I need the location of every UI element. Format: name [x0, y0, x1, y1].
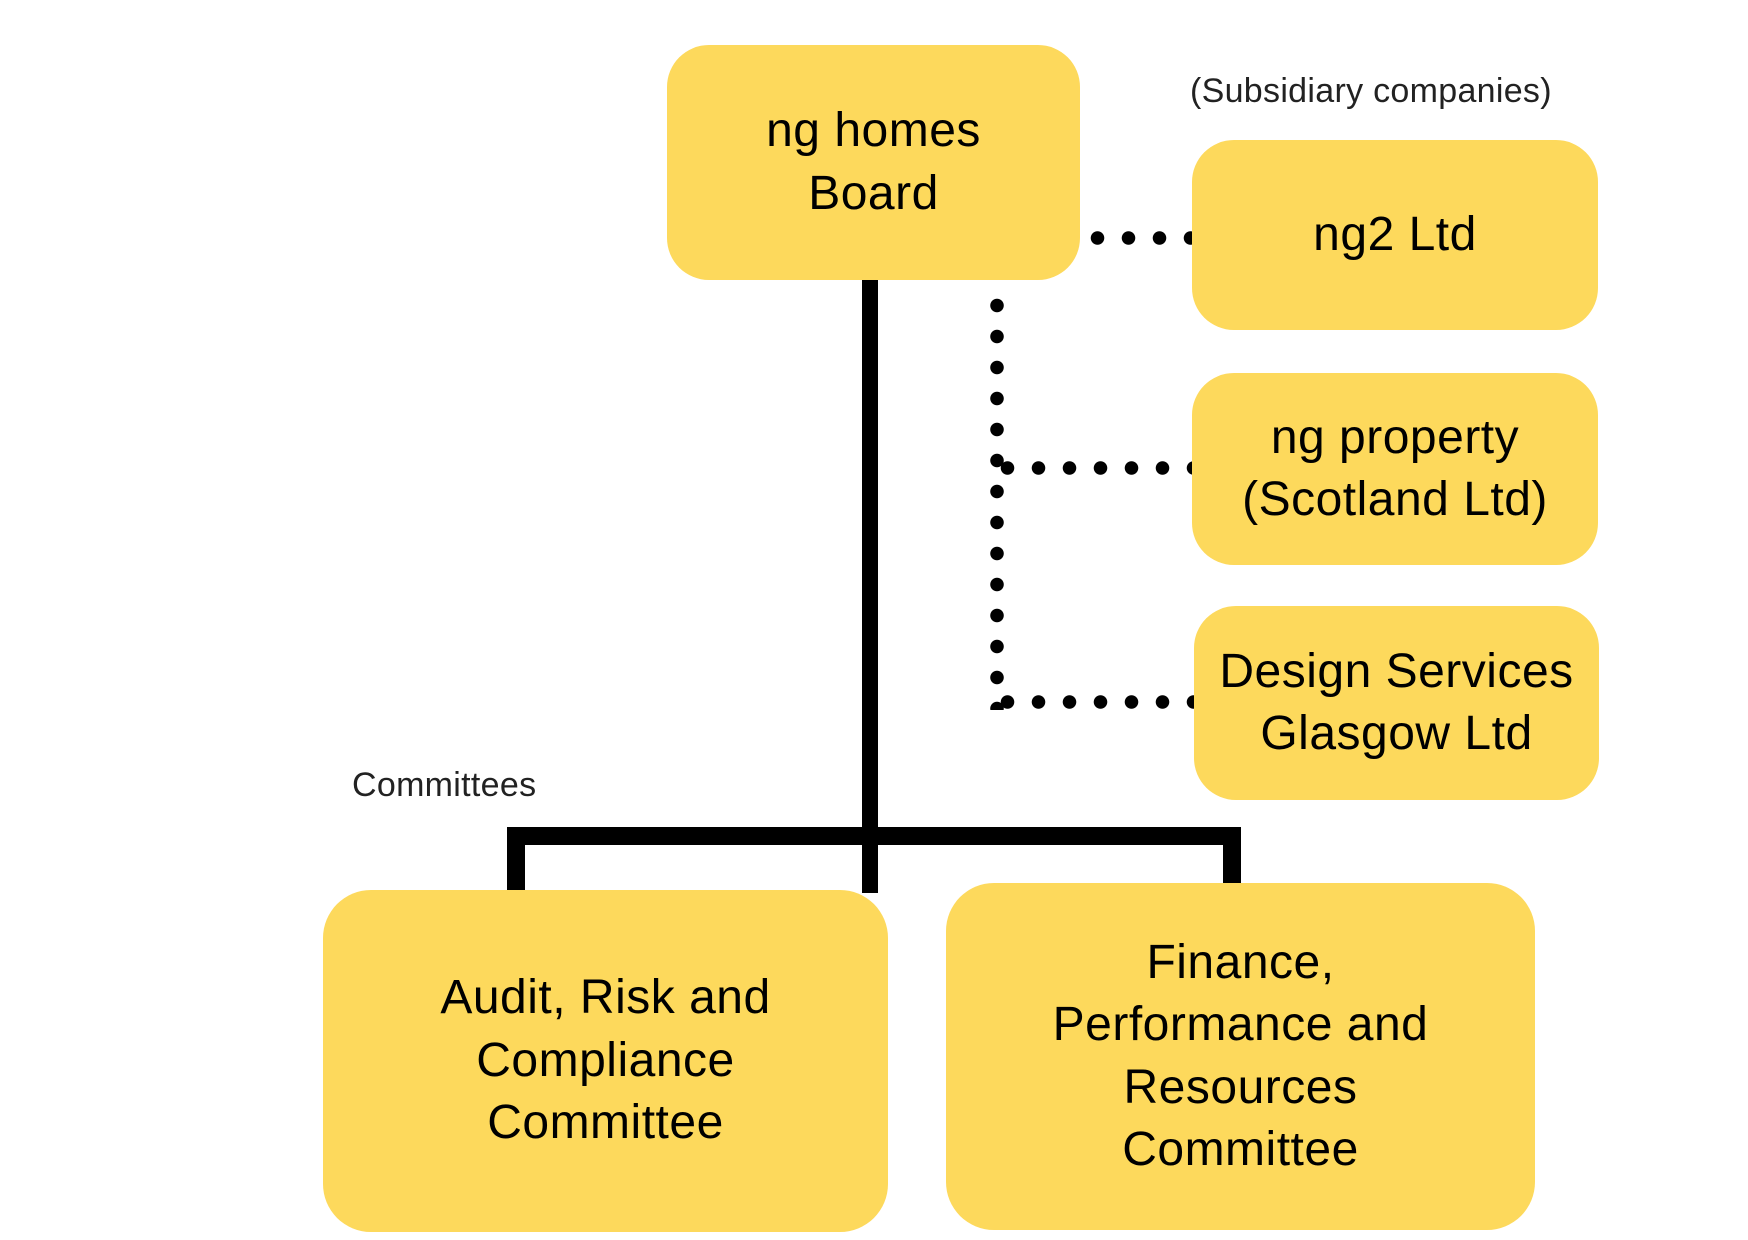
dotted-connector-ng2-ltd	[1082, 231, 1194, 245]
connector-tee-to-audit-committee	[507, 836, 525, 894]
subsidiary-node-ng2-ltd-label: ng2 Ltd	[1313, 207, 1477, 261]
board-node: ng homes Board	[667, 45, 1080, 280]
board-node-label: ng homes Board	[766, 104, 981, 220]
connector-board-to-committees-trunk	[862, 276, 878, 893]
subsidiaries-label: (Subsidiary companies)	[1190, 72, 1552, 110]
subsidiary-node-ng-property-label: ng property (Scotland Ltd)	[1242, 410, 1548, 526]
subsidiary-node-design-services: Design Services Glasgow Ltd	[1194, 606, 1599, 800]
dotted-connector-design-services	[992, 695, 1196, 709]
committee-node-finance-performance-resources-label: Finance, Performance and Resources Commi…	[1052, 935, 1429, 1176]
committees-label: Committees	[352, 766, 537, 804]
committee-node-audit-risk-compliance-label: Audit, Risk and Compliance Committee	[440, 971, 771, 1150]
committees-tee-bar	[507, 827, 1241, 845]
subsidiary-node-ng2-ltd: ng2 Ltd	[1192, 140, 1598, 330]
dotted-trunk-subsidiaries	[990, 290, 1004, 710]
committee-node-audit-risk-compliance: Audit, Risk and Compliance Committee	[323, 890, 888, 1232]
subsidiary-node-design-services-label: Design Services Glasgow Ltd	[1219, 644, 1574, 760]
connector-tee-to-finance-committee	[1223, 836, 1241, 886]
committee-node-finance-performance-resources: Finance, Performance and Resources Commi…	[946, 883, 1535, 1230]
subsidiary-node-ng-property: ng property (Scotland Ltd)	[1192, 373, 1598, 565]
dotted-connector-ng-property	[992, 461, 1194, 475]
